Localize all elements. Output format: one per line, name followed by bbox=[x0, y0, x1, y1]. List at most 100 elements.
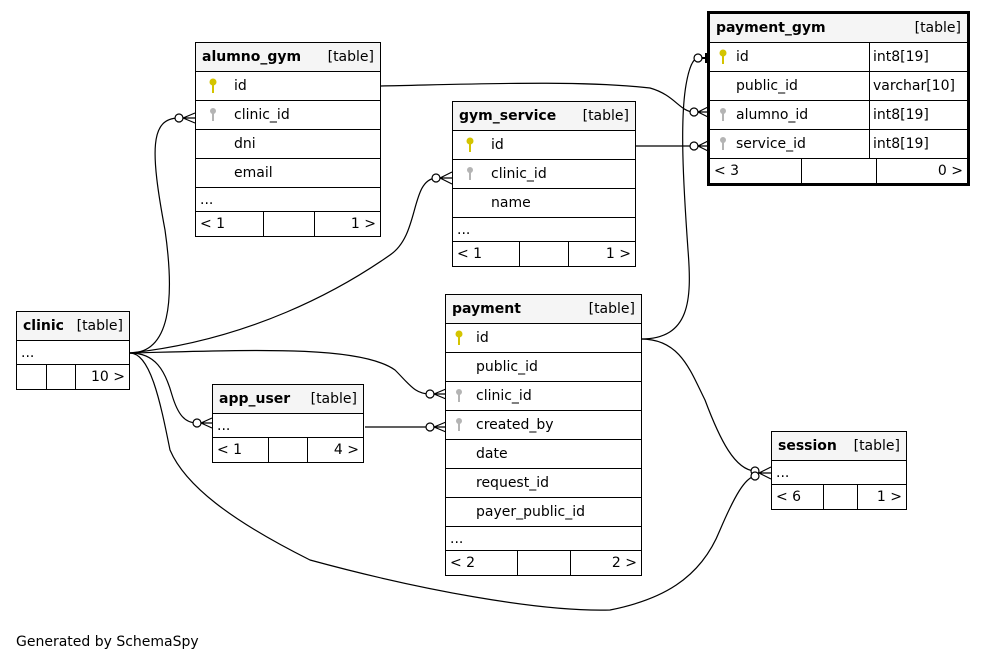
edge-clinic-session bbox=[129, 352, 756, 611]
foreign-key-icon bbox=[446, 417, 472, 433]
children-count[interactable]: 2 > bbox=[611, 555, 637, 571]
column-name: date bbox=[476, 446, 508, 462]
edge-clinic-gym-service bbox=[129, 177, 437, 354]
table-name: payment_gym bbox=[716, 20, 826, 36]
table-pager: < 6 1 > bbox=[772, 485, 906, 509]
column-row: clinic_id bbox=[446, 382, 641, 411]
more-columns: ... bbox=[213, 414, 363, 438]
table-header: payment_gym [table] bbox=[710, 14, 967, 43]
table-clinic[interactable]: clinic [table] ... 10 > bbox=[16, 311, 130, 390]
parents-count[interactable]: < 2 bbox=[446, 551, 518, 575]
children-count[interactable]: 10 > bbox=[91, 369, 125, 385]
column-row: id bbox=[446, 324, 641, 353]
edge-payment-payment-gym bbox=[640, 57, 699, 340]
primary-key-icon bbox=[196, 78, 230, 94]
table-name: gym_service bbox=[459, 108, 557, 124]
column-name: clinic_id bbox=[476, 388, 532, 404]
column-row: created_by bbox=[446, 411, 641, 440]
table-header: gym_service [table] bbox=[453, 102, 635, 131]
column-row: public_id bbox=[446, 353, 641, 382]
column-name: created_by bbox=[476, 417, 554, 433]
table-payment-gym[interactable]: payment_gym [table] id int8[19] public_i… bbox=[707, 11, 970, 186]
parents-count[interactable]: < 1 bbox=[453, 242, 520, 266]
table-header: clinic [table] bbox=[17, 312, 129, 341]
table-gym-service[interactable]: gym_service [table] id clinic_id name ..… bbox=[452, 101, 636, 267]
primary-key-icon bbox=[446, 330, 472, 346]
column-type: int8[19] bbox=[873, 49, 929, 65]
column-row: date bbox=[446, 440, 641, 469]
table-pager: < 1 1 > bbox=[196, 212, 380, 236]
column-row: id bbox=[453, 131, 635, 160]
column-type: int8[19] bbox=[873, 136, 929, 152]
edge-alumno-payment-gym bbox=[380, 82, 695, 113]
column-name: id bbox=[234, 78, 247, 94]
parents-count[interactable]: < 1 bbox=[196, 212, 264, 236]
column-row: email bbox=[196, 159, 380, 188]
edge-clinic-app-user bbox=[129, 352, 198, 424]
children-count[interactable]: 1 > bbox=[876, 489, 902, 505]
column-row: id bbox=[196, 72, 380, 101]
table-kind: [table] bbox=[914, 20, 961, 36]
table-app-user[interactable]: app_user [table] ... < 1 4 > bbox=[212, 384, 364, 463]
table-header: payment [table] bbox=[446, 295, 641, 324]
column-row: payer_public_id bbox=[446, 498, 641, 527]
table-alumno-gym[interactable]: alumno_gym [table] id clinic_id dni emai… bbox=[195, 42, 381, 237]
column-name: id bbox=[476, 330, 489, 346]
more-columns: ... bbox=[772, 461, 906, 485]
column-name: request_id bbox=[476, 475, 549, 491]
column-name: email bbox=[234, 165, 273, 181]
table-pager: < 3 0 > bbox=[710, 159, 967, 183]
primary-key-icon bbox=[453, 137, 487, 153]
column-row: clinic_id bbox=[453, 160, 635, 189]
edge-payment-session bbox=[640, 338, 756, 472]
primary-key-icon bbox=[710, 49, 736, 65]
table-kind: [table] bbox=[327, 49, 374, 65]
column-type: int8[19] bbox=[873, 107, 929, 123]
column-row: request_id bbox=[446, 469, 641, 498]
column-row: name bbox=[453, 189, 635, 218]
column-type: varchar[10] bbox=[873, 78, 955, 94]
column-name: alumno_id bbox=[736, 107, 809, 123]
foreign-key-icon bbox=[446, 388, 472, 404]
generator-footer: Generated by SchemaSpy bbox=[16, 634, 199, 650]
column-row: service_id int8[19] bbox=[710, 130, 967, 159]
edge-clinic-alumno-gym bbox=[129, 117, 180, 354]
table-kind: [table] bbox=[76, 318, 123, 334]
table-payment[interactable]: payment [table] id public_id clinic_id c… bbox=[445, 294, 642, 576]
column-row: clinic_id bbox=[196, 101, 380, 130]
column-name: public_id bbox=[736, 78, 798, 94]
table-header: app_user [table] bbox=[213, 385, 363, 414]
column-name: id bbox=[491, 137, 504, 153]
table-name: app_user bbox=[219, 391, 291, 407]
parents-count[interactable] bbox=[17, 365, 47, 389]
table-session[interactable]: session [table] ... < 6 1 > bbox=[771, 431, 907, 510]
children-count[interactable]: 0 > bbox=[937, 163, 963, 179]
table-header: alumno_gym [table] bbox=[196, 43, 380, 72]
table-name: payment bbox=[452, 301, 521, 317]
table-header: session [table] bbox=[772, 432, 906, 461]
parents-count[interactable]: < 6 bbox=[772, 485, 824, 509]
column-name: dni bbox=[234, 136, 256, 152]
column-row: alumno_id int8[19] bbox=[710, 101, 967, 130]
children-count[interactable]: 1 > bbox=[605, 246, 631, 262]
column-row: dni bbox=[196, 130, 380, 159]
more-columns: ... bbox=[17, 341, 129, 365]
foreign-key-icon bbox=[710, 136, 736, 152]
table-kind: [table] bbox=[853, 438, 900, 454]
children-count[interactable]: 1 > bbox=[350, 216, 376, 232]
parents-count[interactable]: < 3 bbox=[710, 159, 802, 183]
table-name: alumno_gym bbox=[202, 49, 302, 65]
table-kind: [table] bbox=[582, 108, 629, 124]
table-pager: < 1 1 > bbox=[453, 242, 635, 266]
column-name: public_id bbox=[476, 359, 538, 375]
column-name: name bbox=[491, 195, 531, 211]
parents-count[interactable]: < 1 bbox=[213, 438, 269, 462]
column-row: public_id varchar[10] bbox=[710, 72, 967, 101]
more-columns: ... bbox=[453, 218, 635, 242]
children-count[interactable]: 4 > bbox=[333, 442, 359, 458]
edge-clinic-payment bbox=[129, 349, 431, 395]
table-name: clinic bbox=[23, 318, 64, 334]
table-kind: [table] bbox=[310, 391, 357, 407]
table-kind: [table] bbox=[588, 301, 635, 317]
